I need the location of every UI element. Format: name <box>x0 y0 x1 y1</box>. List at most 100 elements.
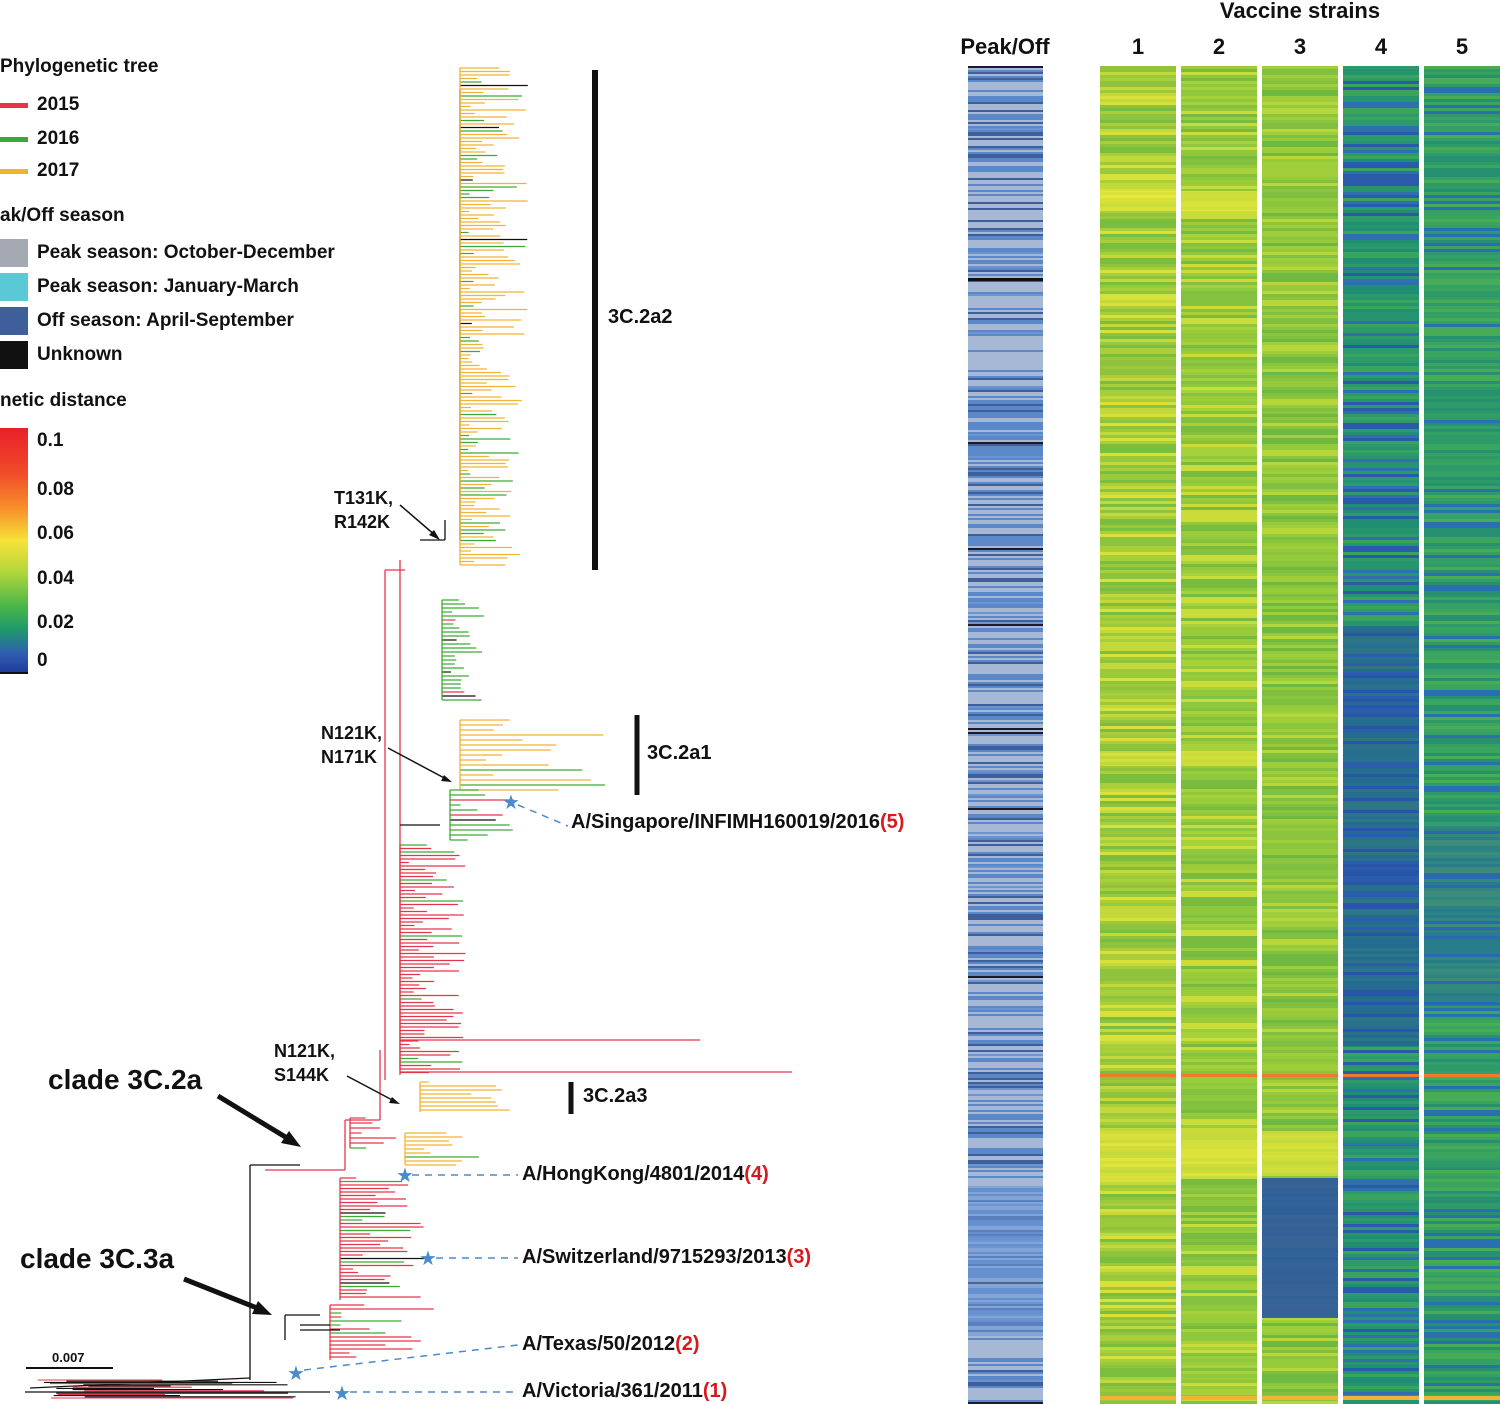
peak-stripe <box>968 230 1043 232</box>
heat-stripe <box>1100 438 1176 441</box>
heat-stripe <box>1181 1380 1257 1383</box>
heat-stripe <box>1100 297 1176 300</box>
peak-stripe <box>968 114 1043 116</box>
heat-stripe <box>1181 1290 1257 1293</box>
heat-stripe <box>1181 891 1257 894</box>
heat-stripe <box>1262 963 1338 966</box>
peak-stripe <box>968 832 1043 834</box>
heat-stripe <box>1424 219 1500 222</box>
heat-stripe <box>1262 834 1338 837</box>
heat-stripe <box>1181 465 1257 468</box>
heat-stripe <box>1100 945 1176 948</box>
peak-stripe <box>968 780 1043 782</box>
peak-stripe <box>968 630 1043 632</box>
heat-stripe <box>1262 684 1338 687</box>
heat-stripe <box>1424 231 1500 234</box>
heat-stripe <box>1262 384 1338 387</box>
peak-stripe <box>968 1116 1043 1118</box>
heat-stripe <box>1181 1311 1257 1314</box>
heat-stripe <box>1424 1392 1500 1395</box>
heat-stripe <box>1262 600 1338 603</box>
heat-stripe <box>1100 225 1176 228</box>
heat-stripe <box>1100 939 1176 942</box>
heat-stripe <box>1343 1083 1419 1086</box>
peak-stripe <box>968 452 1043 454</box>
heat-stripe <box>1100 540 1176 543</box>
heat-stripe <box>1181 1002 1257 1005</box>
heat-stripe <box>1424 261 1500 264</box>
heat-stripe <box>1262 1011 1338 1014</box>
heat-stripe <box>1343 111 1419 114</box>
heat-stripe <box>1181 855 1257 858</box>
heat-stripe <box>1343 1173 1419 1176</box>
peak-stripe <box>968 776 1043 778</box>
heat-stripe <box>1100 1077 1176 1080</box>
heat-stripe <box>1262 1083 1338 1086</box>
heat-stripe <box>1100 963 1176 966</box>
heat-stripe <box>1181 81 1257 84</box>
peak-stripe <box>968 896 1043 898</box>
peak-stripe <box>968 864 1043 866</box>
heat-stripe <box>1424 624 1500 627</box>
heat-stripe <box>1262 1332 1338 1335</box>
heat-stripe <box>1100 927 1176 930</box>
peak-stripe <box>968 968 1043 970</box>
heat-stripe <box>1262 84 1338 87</box>
heat-stripe <box>1262 693 1338 696</box>
heat-stripe <box>1424 1044 1500 1047</box>
peak-stripe <box>968 918 1043 920</box>
heat-stripe <box>1424 489 1500 492</box>
heat-stripe <box>1343 1161 1419 1164</box>
heat-stripe <box>1262 813 1338 816</box>
heat-stripe <box>1181 1116 1257 1119</box>
heat-stripe <box>1262 729 1338 732</box>
heat-stripe <box>1181 852 1257 855</box>
peak-stripe <box>968 956 1043 958</box>
heat-stripe <box>1262 381 1338 384</box>
heat-stripe <box>1181 723 1257 726</box>
heat-stripe <box>1100 891 1176 894</box>
heat-stripe <box>1343 321 1419 324</box>
heat-stripe <box>1181 462 1257 465</box>
heat-stripe <box>1343 345 1419 348</box>
peak-stripe <box>968 256 1043 258</box>
heat-stripe <box>1343 1188 1419 1191</box>
heat-stripe <box>1343 1383 1419 1386</box>
heat-stripe <box>1100 1275 1176 1278</box>
heat-stripe <box>1262 615 1338 618</box>
heat-stripe <box>1181 246 1257 249</box>
heat-stripe <box>1181 984 1257 987</box>
peak-stripe <box>968 1104 1043 1106</box>
peak-stripe <box>968 766 1043 768</box>
heat-stripe <box>1181 252 1257 255</box>
heat-stripe <box>1100 444 1176 447</box>
peak-stripe <box>968 1040 1043 1042</box>
peak-stripe <box>968 982 1043 984</box>
heat-stripe <box>1262 507 1338 510</box>
heat-stripe <box>1343 1329 1419 1332</box>
heat-stripe <box>1181 141 1257 144</box>
heat-stripe <box>1181 1260 1257 1263</box>
heat-stripe <box>1100 666 1176 669</box>
peak-stripe <box>968 126 1043 128</box>
heat-stripe <box>1424 324 1500 327</box>
mutation-t131k-r142k: T131K, R142K <box>334 486 393 534</box>
heat-stripe <box>1181 1128 1257 1131</box>
heat-stripe <box>1262 1101 1338 1104</box>
heat-stripe <box>1424 306 1500 309</box>
peak-stripe <box>968 110 1043 112</box>
heat-stripe <box>1343 294 1419 297</box>
heat-stripe <box>1181 1011 1257 1014</box>
heat-stripe <box>1424 432 1500 435</box>
heat-stripe <box>1343 438 1419 441</box>
heat-stripe <box>1100 387 1176 390</box>
heat-stripe <box>1343 93 1419 96</box>
mutation-line: N121K, <box>321 723 383 743</box>
heat-stripe <box>1424 1389 1500 1392</box>
heat-stripe <box>1424 1113 1500 1116</box>
heat-stripe <box>1181 957 1257 960</box>
peak-stripe <box>968 948 1043 950</box>
swatch-2016 <box>0 137 28 142</box>
heat-stripe <box>1343 336 1419 339</box>
heat-stripe <box>1181 228 1257 231</box>
